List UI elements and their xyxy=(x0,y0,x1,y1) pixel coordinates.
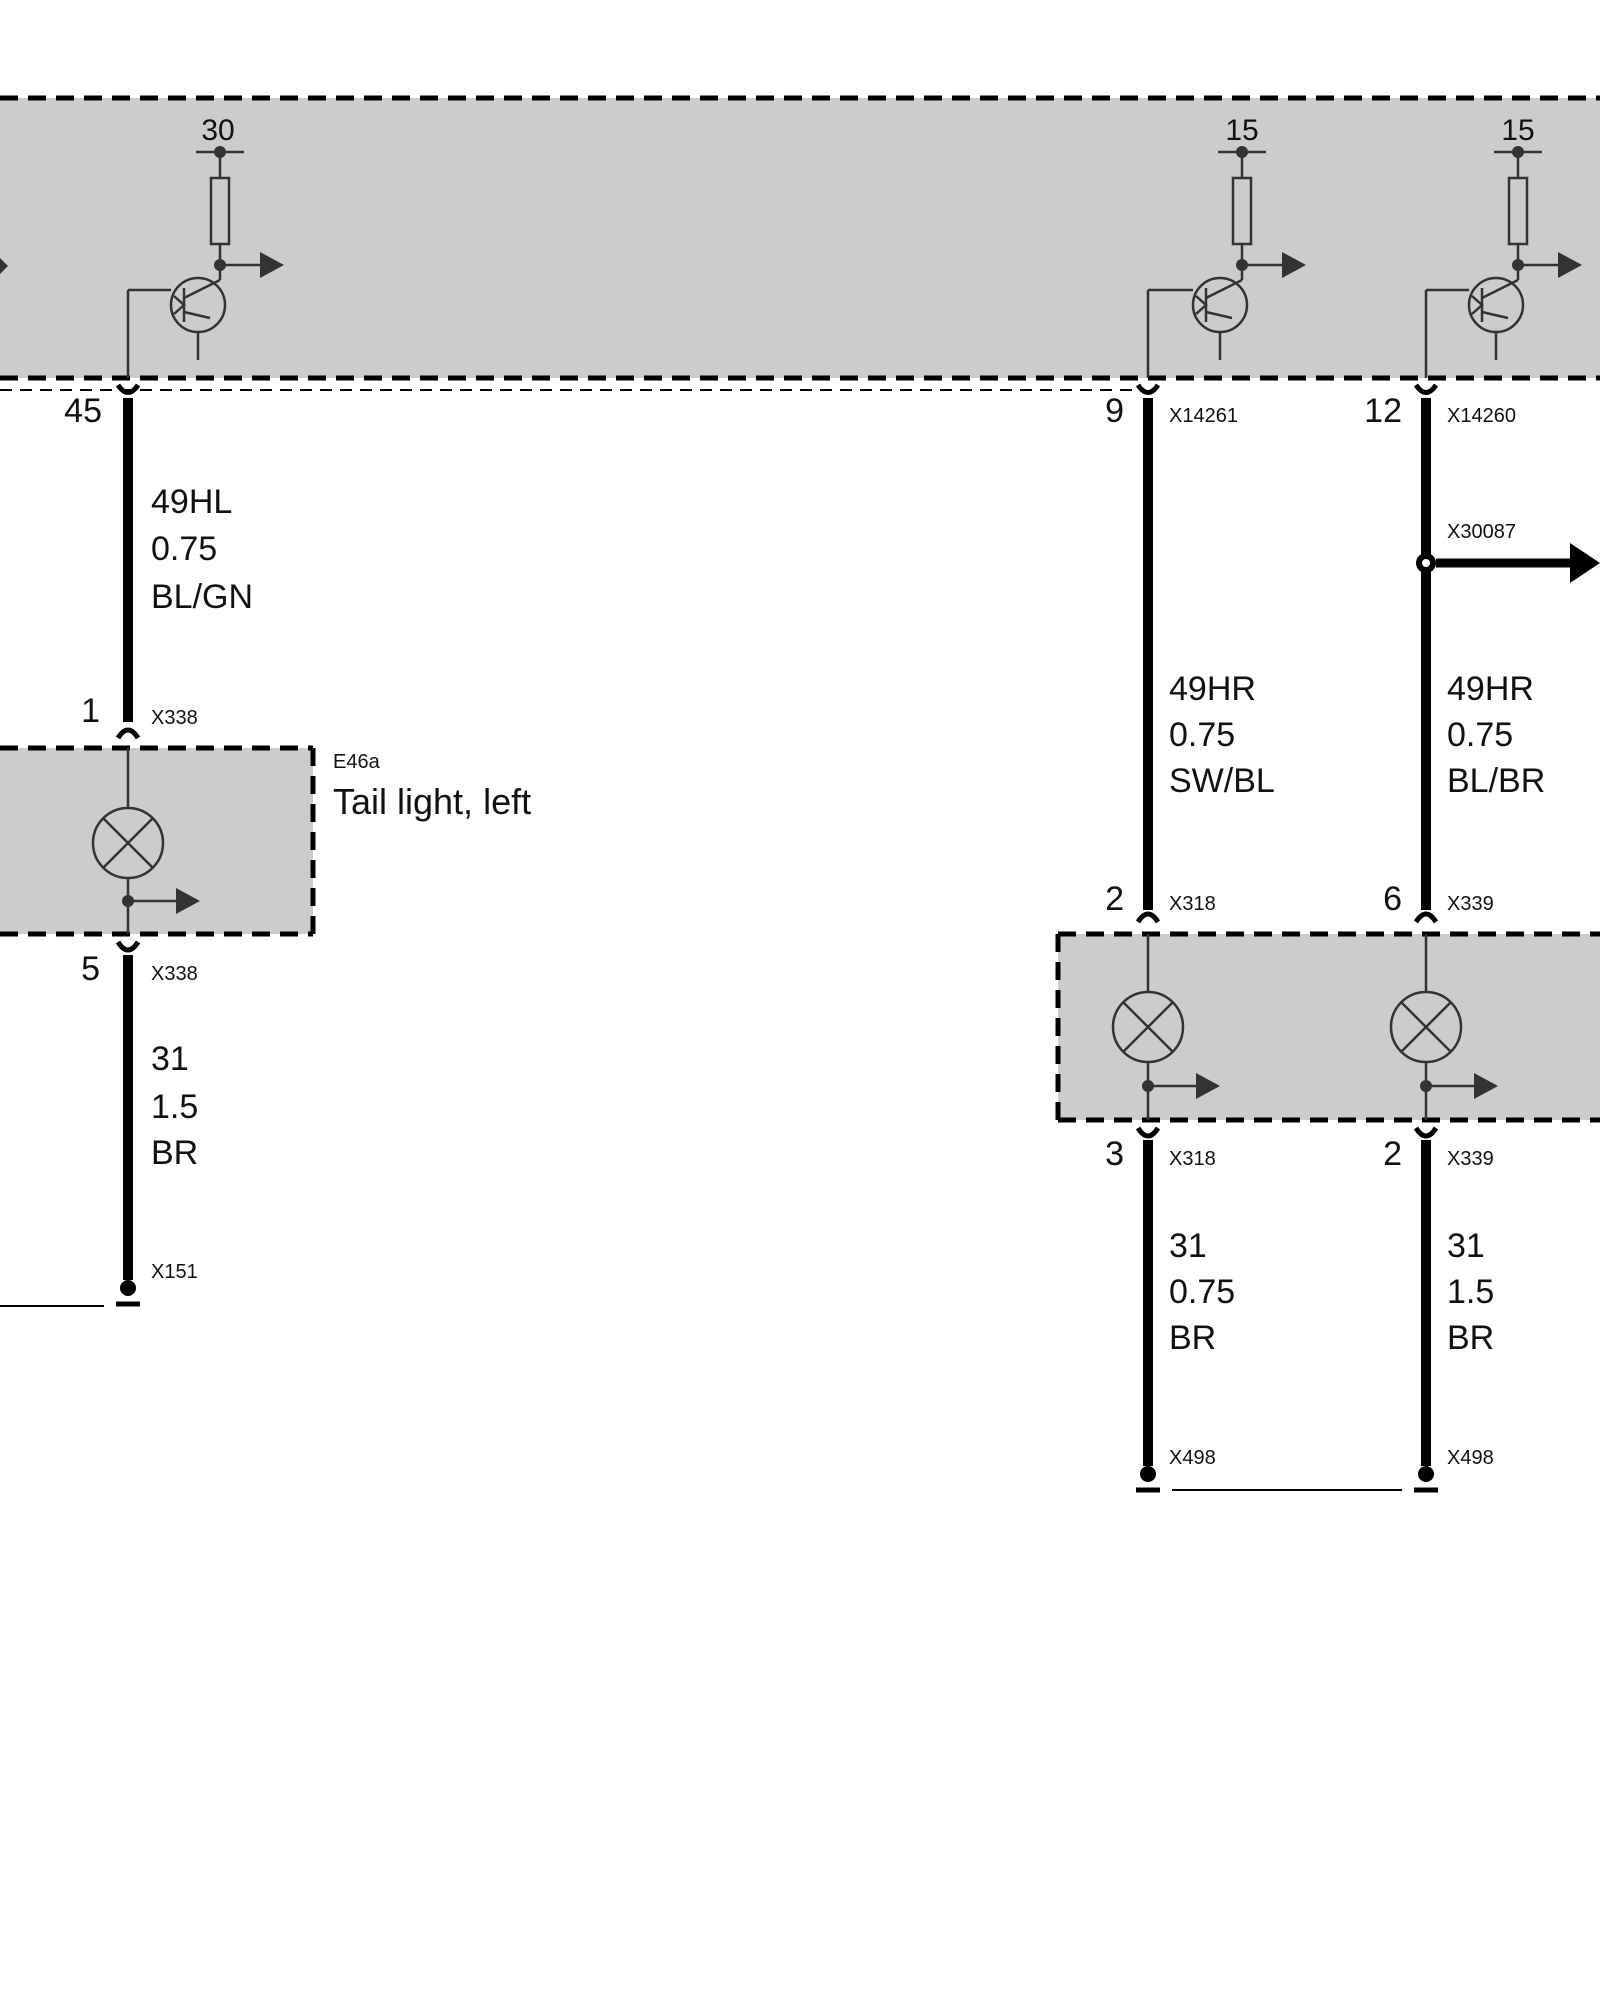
output-arrow-icon xyxy=(1558,252,1582,278)
connector-label: X318 xyxy=(1169,893,1216,915)
wire-gauge: 0.75 xyxy=(151,530,217,568)
driver-stage-15-a: 15 xyxy=(1146,114,1306,378)
splice-node xyxy=(1416,543,1600,583)
wire-gauge: 0.75 xyxy=(1447,716,1513,754)
connector-socket-icon xyxy=(1413,911,1439,924)
control-unit: 30 15 xyxy=(0,95,1600,391)
supply-terminal-label: 30 xyxy=(201,114,234,147)
wire-signal: 31 xyxy=(1169,1227,1207,1265)
ground-point-icon xyxy=(116,1280,140,1307)
connector-label: X339 xyxy=(1447,893,1494,915)
ground-point-icon xyxy=(1136,1466,1160,1493)
pin-label: 9 xyxy=(1105,392,1124,430)
output-arrow-icon xyxy=(1474,1073,1498,1099)
wire-gauge: 1.5 xyxy=(1447,1273,1494,1311)
connector-socket-icon xyxy=(115,940,141,953)
wire-gauge: 0.75 xyxy=(1169,716,1235,754)
wire-color: BR xyxy=(151,1134,198,1172)
pin-label: 12 xyxy=(1364,392,1402,430)
component-id: E46a xyxy=(333,751,381,773)
connector-socket-icon xyxy=(1135,911,1161,924)
wire-31-right-b: 2 X339 31 1.5 BR X498 xyxy=(1172,1126,1494,1493)
ground-point-icon xyxy=(1414,1466,1438,1493)
wire-color: SW/BL xyxy=(1169,762,1275,800)
tail-light-left: E46a Tail light, left xyxy=(0,745,531,937)
wire-color: BL/BR xyxy=(1447,762,1545,800)
wire-49hr-swbl: 9 X14261 49HR 0.75 SW/BL 2 X318 xyxy=(1105,383,1275,924)
wire-signal: 49HR xyxy=(1169,670,1256,708)
output-arrow-icon xyxy=(260,252,284,278)
ground-connector-label: X151 xyxy=(151,1261,198,1283)
supply-node xyxy=(1512,146,1524,158)
supply-node xyxy=(1236,146,1248,158)
connector-label: X339 xyxy=(1447,1148,1494,1170)
wire-signal: 49HR xyxy=(1447,670,1534,708)
wire-gauge: 1.5 xyxy=(151,1088,198,1126)
connector-label: X338 xyxy=(151,707,198,729)
splice-arrow-icon xyxy=(1570,543,1600,583)
lamp-unit-lamp-2 xyxy=(1389,934,1498,1120)
ground-connector-label: X498 xyxy=(1447,1447,1494,1469)
connector-socket-icon xyxy=(115,727,141,740)
lamp-icon xyxy=(1389,990,1463,1064)
wire-49hr-blbr: 12 X14260 X30087 49HR 0.75 BL/BR 6 X339 xyxy=(1364,383,1600,924)
wire-gauge: 0.75 xyxy=(1169,1273,1235,1311)
offpage-arrow-icon xyxy=(0,258,8,274)
wire-49hl: 45 49HL 0.75 BL/GN 1 X338 xyxy=(64,383,253,740)
driver-stage-15-b: 15 xyxy=(1424,114,1582,378)
pin-label: 2 xyxy=(1105,880,1124,918)
transistor-icon xyxy=(169,276,227,360)
connector-socket-icon xyxy=(115,383,141,395)
pin-label: 3 xyxy=(1105,1135,1124,1173)
pin-label: 45 xyxy=(64,392,102,430)
output-arrow-icon xyxy=(1196,1073,1220,1099)
right-lamp-unit-body xyxy=(1058,934,1600,1120)
wire-color: BR xyxy=(1169,1319,1216,1357)
supply-terminal-label: 15 xyxy=(1501,114,1534,147)
connector-label: X14260 xyxy=(1447,405,1516,427)
connector-socket-icon xyxy=(1135,383,1161,395)
output-arrow-icon xyxy=(1282,252,1306,278)
pin-label: 2 xyxy=(1383,1135,1402,1173)
transistor-icon xyxy=(1467,276,1525,360)
driver-stage-30: 30 xyxy=(126,114,284,378)
wire-signal: 31 xyxy=(151,1040,189,1078)
wire-31-left: 5 X338 31 1.5 BR X151 xyxy=(0,940,198,1307)
transistor-icon xyxy=(1191,276,1249,360)
connector-socket-icon xyxy=(1413,383,1439,395)
wire-color: BR xyxy=(1447,1319,1494,1357)
output-arrow-icon xyxy=(176,888,200,914)
connector-socket-icon xyxy=(1135,1126,1161,1139)
ground-connector-label: X498 xyxy=(1169,1447,1216,1469)
splice-connector-label: X30087 xyxy=(1447,521,1516,543)
connector-label: X338 xyxy=(151,963,198,985)
wire-signal: 31 xyxy=(1447,1227,1485,1265)
lamp-unit-lamp-1 xyxy=(1111,934,1220,1120)
supply-terminal-label: 15 xyxy=(1225,114,1258,147)
component-name: Tail light, left xyxy=(333,781,531,822)
tail-light-left-body xyxy=(0,748,313,934)
connector-label: X14261 xyxy=(1169,405,1238,427)
right-lamp-unit xyxy=(1055,931,1600,1123)
pin-label: 1 xyxy=(81,692,100,730)
wire-signal: 49HL xyxy=(151,483,232,521)
control-unit-body xyxy=(0,98,1600,378)
wire-color: BL/GN xyxy=(151,578,253,616)
wire-31-right-a: 3 X318 31 0.75 BR X498 xyxy=(1105,1126,1235,1493)
connector-socket-icon xyxy=(1413,1126,1439,1139)
connector-label: X318 xyxy=(1169,1148,1216,1170)
supply-node xyxy=(214,146,226,158)
pin-label: 5 xyxy=(81,950,100,988)
pin-label: 6 xyxy=(1383,880,1402,918)
